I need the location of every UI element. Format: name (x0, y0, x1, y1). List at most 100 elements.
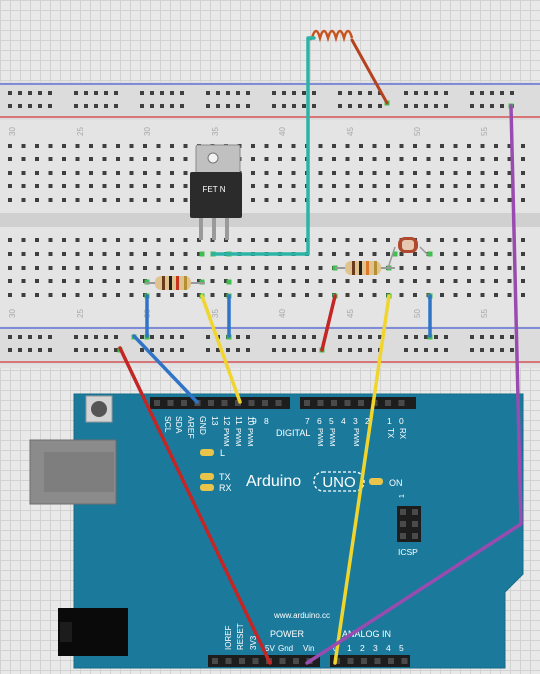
breadboard-hole (345, 198, 350, 202)
breadboard-hole (521, 171, 525, 175)
rail-hole (404, 335, 408, 339)
header-pin (374, 658, 381, 664)
digital-pin-number: 9 (252, 416, 257, 426)
wire-teal[interactable] (211, 36, 316, 256)
breadboard-hole (467, 144, 471, 148)
breadboard-hole (264, 198, 269, 202)
breadboard-hole (480, 171, 485, 175)
breadboard-hole (156, 144, 161, 148)
breadboard-hole (156, 266, 161, 270)
rail-hole (480, 104, 484, 108)
column-number: 25 (76, 309, 85, 318)
breadboard-hole (480, 198, 485, 202)
breadboard-hole (62, 293, 66, 297)
rail-hole (94, 348, 98, 352)
breadboard-hole (35, 171, 39, 175)
breadboard-hole (494, 171, 498, 175)
breadboard-hole (372, 238, 377, 242)
breadboard-hole (129, 252, 134, 256)
power-pin-reset: RESET (236, 623, 245, 650)
breadboard-hole (116, 157, 120, 161)
breadboard-hole (480, 238, 485, 242)
breadboard-hole (332, 144, 336, 148)
rail-hole (226, 91, 230, 95)
header-pin (239, 658, 245, 664)
breadboard-hole (170, 144, 174, 148)
rail-hole (18, 91, 22, 95)
breadboard-hole (467, 198, 471, 202)
breadboard-hole (494, 198, 498, 202)
breadboard-hole (183, 198, 188, 202)
wire-yellow-pin1[interactable] (200, 294, 242, 404)
breadboard-hole (102, 252, 107, 256)
header-pin (212, 658, 218, 664)
breadboard-hole (305, 266, 309, 270)
rail-hole (216, 104, 220, 108)
rail-hole (48, 91, 52, 95)
rail-hole (114, 348, 118, 352)
column-number: 30 (143, 127, 152, 136)
wire-yellow-a0[interactable] (333, 294, 391, 665)
icsp-header: 1 ICSP (397, 494, 421, 557)
rail-hole (434, 104, 438, 108)
rail-hole (444, 348, 448, 352)
rail-hole (28, 104, 32, 108)
rail-hole (434, 91, 438, 95)
breadboard-hole (264, 279, 269, 283)
breadboard-hole (197, 252, 201, 256)
breadboard-hole (386, 279, 390, 283)
breadboard-hole (35, 157, 39, 161)
wire-purple-vin[interactable] (305, 104, 523, 665)
breadboard-hole (197, 266, 201, 270)
breadboard-hole (48, 171, 53, 175)
breadboard-hole (291, 184, 296, 188)
rail-hole (38, 348, 42, 352)
breadboard-hole (453, 252, 458, 256)
breadboard-hole (467, 252, 471, 256)
digital-pin-number: 12 (222, 416, 232, 426)
rail-hole (114, 104, 118, 108)
breadboard-hole (494, 238, 498, 242)
rail-hole (226, 104, 230, 108)
inductor-coil[interactable] (309, 29, 354, 43)
breadboard-hole (156, 238, 161, 242)
breadboard-hole (210, 279, 215, 283)
breadboard-hole (183, 252, 188, 256)
breadboard-hole (399, 157, 404, 161)
resistor-left[interactable] (145, 276, 205, 290)
power-label: POWER (270, 629, 305, 639)
wire-red-5v[interactable] (118, 346, 272, 665)
resistor-right[interactable] (335, 261, 395, 275)
breadboard-hole (507, 238, 512, 242)
photoresistor[interactable] (387, 237, 429, 269)
breadboard-hole (251, 293, 255, 297)
rail-hole (140, 104, 144, 108)
breadboard-hole (480, 144, 485, 148)
breadboard-hole (237, 238, 242, 242)
header-pin (154, 400, 160, 406)
breadboard-hole (21, 157, 26, 161)
rail-hole (378, 104, 382, 108)
breadboard-hole (251, 184, 255, 188)
breadboard-hole (291, 279, 296, 283)
mosfet-transistor[interactable]: FET N (190, 144, 242, 240)
breadboard-hole (453, 171, 458, 175)
rail-hole (8, 91, 12, 95)
digital-pin-number: 5 (329, 416, 334, 426)
breadboard-hole (521, 157, 525, 161)
rail-hole (180, 335, 184, 339)
breadboard-hole (440, 266, 444, 270)
breadboard-hole (278, 157, 282, 161)
wire-blue-gnd[interactable] (132, 334, 199, 404)
breadboard-hole (359, 293, 363, 297)
wire-coil-lead[interactable] (350, 38, 389, 105)
wire-red-short[interactable] (320, 294, 337, 352)
breadboard-hole (35, 266, 39, 270)
column-number: 30 (8, 309, 17, 318)
breadboard-hole (62, 171, 66, 175)
connected-hole (392, 251, 398, 257)
breadboard-hole (467, 184, 471, 188)
header-pin (208, 400, 214, 406)
rail-hole (500, 91, 504, 95)
reset-button[interactable] (85, 395, 113, 423)
